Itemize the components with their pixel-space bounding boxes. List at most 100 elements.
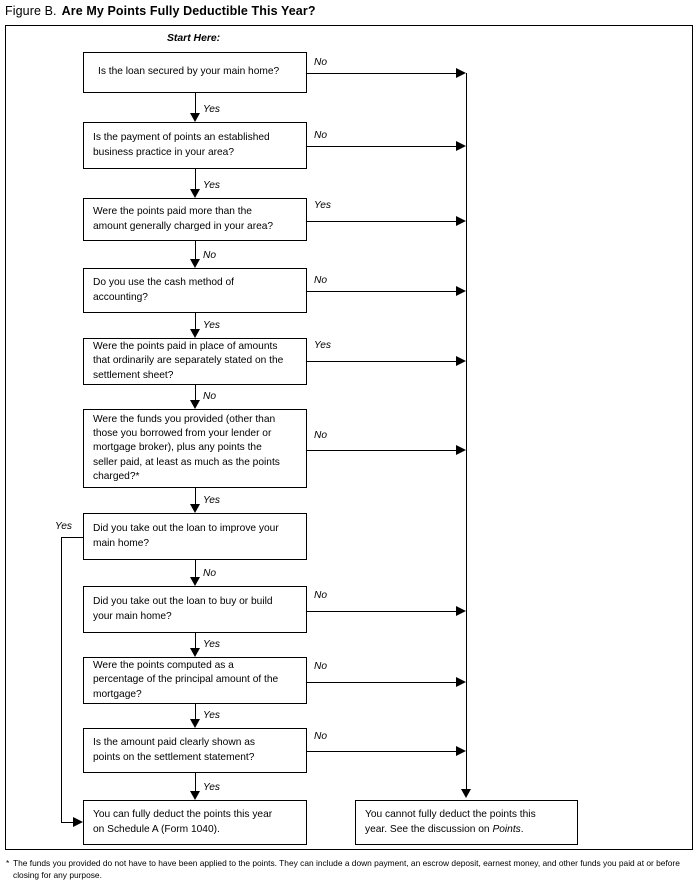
branch-q6-right-line bbox=[307, 450, 456, 451]
connector-q8-q9-arrow bbox=[190, 648, 200, 657]
page-title: Figure B. Are My Points Fully Deductible … bbox=[5, 4, 316, 18]
node-q5: Were the points paid in place of amounts… bbox=[83, 338, 307, 385]
figure-label: Figure B. bbox=[5, 4, 57, 18]
node-q7: Did you take out the loan to improve you… bbox=[83, 513, 307, 560]
node-q8: Did you take out the loan to buy or buil… bbox=[83, 586, 307, 633]
edge-label-q5-right: Yes bbox=[314, 340, 331, 351]
branch-q7-left-line bbox=[61, 537, 84, 538]
branch-q4-right-arrow bbox=[456, 286, 466, 296]
branch-q10-right-line bbox=[307, 751, 456, 752]
node-q6-text: Were the funds you provided (other than … bbox=[93, 413, 280, 482]
branch-q1-right-arrow bbox=[456, 68, 466, 78]
branch-q5-right-arrow bbox=[456, 356, 466, 366]
edge-label-q2-right: No bbox=[314, 130, 328, 141]
node-q1-text: Is the loan secured by your main home? bbox=[98, 66, 280, 78]
right-rail-line bbox=[466, 73, 467, 789]
edge-label-q1-down: Yes bbox=[203, 104, 220, 115]
result-no-line2-italic: Points bbox=[492, 823, 521, 835]
connector-q7-q8-line bbox=[195, 560, 196, 577]
edge-label-q7-down: No bbox=[203, 568, 217, 579]
edge-label-q5-down: No bbox=[203, 391, 217, 402]
branch-q8-right-arrow bbox=[456, 606, 466, 616]
edge-label-q4-down: Yes bbox=[203, 320, 220, 331]
node-q6: Were the funds you provided (other than … bbox=[83, 409, 307, 488]
connector-q2-q3-line bbox=[195, 169, 196, 189]
branch-q1-right-line bbox=[307, 73, 456, 74]
branch-q2-right-line bbox=[307, 146, 456, 147]
connector-q6-q7-arrow bbox=[190, 504, 200, 513]
connector-q6-q7-line bbox=[195, 488, 196, 504]
branch-q3-right-line bbox=[307, 221, 456, 222]
edge-label-q9-right: No bbox=[314, 661, 328, 672]
connector-q9-q10-line bbox=[195, 704, 196, 719]
edge-label-q3-right: Yes bbox=[314, 200, 331, 211]
node-result-deductible: You can fully deduct the points this yea… bbox=[83, 800, 307, 845]
connector-q1-q2-line bbox=[195, 93, 196, 113]
footnote-marker: * bbox=[6, 858, 10, 868]
connector-q1-q2-arrow bbox=[190, 113, 200, 122]
node-q4-text: Do you use the cash method of accounting… bbox=[93, 277, 235, 303]
branch-q2-right-arrow bbox=[456, 141, 466, 151]
node-q2-text: Is the payment of points an established … bbox=[93, 132, 270, 158]
connector-q7-q8-arrow bbox=[190, 577, 200, 586]
node-q7-text: Did you take out the loan to improve you… bbox=[93, 523, 279, 549]
edge-label-q7-left: Yes bbox=[55, 521, 72, 532]
node-q4: Do you use the cash method of accounting… bbox=[83, 268, 307, 313]
node-q9: Were the points computed as a percentage… bbox=[83, 657, 307, 704]
connector-q4-q5-line bbox=[195, 313, 196, 329]
node-result-deductible-text: You can fully deduct the points this yea… bbox=[93, 809, 273, 835]
footnote: * The funds you provided do not have to … bbox=[6, 858, 692, 881]
node-q10: Is the amount paid clearly shown as poin… bbox=[83, 728, 307, 773]
figure-heading: Are My Points Fully Deductible This Year… bbox=[61, 4, 316, 18]
footnote-text: The funds you provided do not have to ha… bbox=[13, 858, 680, 880]
edge-label-q10-right: No bbox=[314, 731, 328, 742]
branch-q9-right-line bbox=[307, 682, 456, 683]
node-q10-text: Is the amount paid clearly shown as poin… bbox=[93, 737, 255, 763]
connector-q9-q10-arrow bbox=[190, 719, 200, 728]
edge-label-q8-down: Yes bbox=[203, 639, 220, 650]
node-q8-text: Did you take out the loan to buy or buil… bbox=[93, 596, 273, 622]
connector-q3-q4-line bbox=[195, 241, 196, 259]
branch-q4-right-line bbox=[307, 291, 456, 292]
connector-q8-q9-line bbox=[195, 633, 196, 648]
node-q5-text: Were the points paid in place of amounts… bbox=[93, 341, 284, 381]
branch-q8-right-line bbox=[307, 611, 456, 612]
edge-label-q6-down: Yes bbox=[203, 495, 220, 506]
result-no-line2-pre: year. See the discussion on bbox=[365, 823, 493, 835]
edge-label-q6-right: No bbox=[314, 430, 328, 441]
edge-label-q9-down: Yes bbox=[203, 710, 220, 721]
start-here-label: Start Here: bbox=[167, 33, 221, 44]
edge-label-q8-right: No bbox=[314, 590, 328, 601]
figure-frame bbox=[5, 25, 693, 850]
branch-q5-right-line bbox=[307, 361, 456, 362]
node-q1: Is the loan secured by your main home? bbox=[83, 52, 307, 93]
connector-q5-q6-line bbox=[195, 385, 196, 400]
loop-left-arrow bbox=[73, 817, 83, 827]
node-q2: Is the payment of points an established … bbox=[83, 122, 307, 169]
node-q9-text: Were the points computed as a percentage… bbox=[93, 660, 279, 700]
connector-q10-result-line bbox=[195, 773, 196, 791]
connector-q4-q5-arrow bbox=[190, 329, 200, 338]
edge-label-q1-right: No bbox=[314, 57, 328, 68]
connector-q5-q6-arrow bbox=[190, 400, 200, 409]
branch-q9-right-arrow bbox=[456, 677, 466, 687]
node-q3: Were the points paid more than the amoun… bbox=[83, 198, 307, 241]
edge-label-q3-down: No bbox=[203, 250, 217, 261]
node-q3-text: Were the points paid more than the amoun… bbox=[93, 206, 274, 232]
branch-q10-right-arrow bbox=[456, 746, 466, 756]
branch-q6-right-arrow bbox=[456, 445, 466, 455]
loop-left-vertical-line bbox=[61, 537, 62, 823]
edge-label-q4-right: No bbox=[314, 275, 328, 286]
right-rail-arrow bbox=[461, 789, 471, 798]
branch-q3-right-arrow bbox=[456, 216, 466, 226]
edge-label-q2-down: Yes bbox=[203, 180, 220, 191]
loop-left-bottom-line bbox=[61, 822, 73, 823]
connector-q10-result-arrow bbox=[190, 791, 200, 800]
connector-q3-q4-arrow bbox=[190, 259, 200, 268]
result-no-line2-post: . bbox=[520, 823, 524, 835]
edge-label-q10-down: Yes bbox=[203, 782, 220, 793]
connector-q2-q3-arrow bbox=[190, 189, 200, 198]
